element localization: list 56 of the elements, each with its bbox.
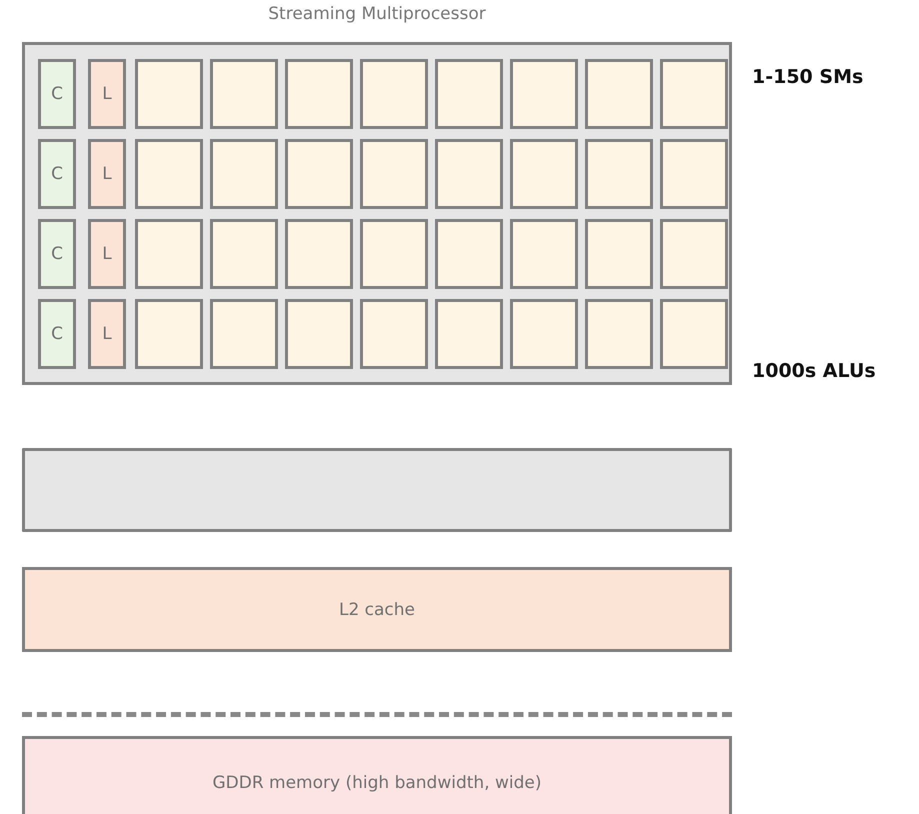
side-label: 1-150 SMs xyxy=(752,66,864,88)
cache-box xyxy=(22,567,732,652)
core-cell xyxy=(38,59,76,129)
alu-cell xyxy=(585,299,653,369)
cell-label: L xyxy=(102,164,112,184)
alu-cell xyxy=(360,139,428,209)
core-cell xyxy=(38,139,76,209)
cache-cell xyxy=(88,219,126,289)
core-cell xyxy=(38,219,76,289)
alu-cell xyxy=(135,299,203,369)
cell-label: C xyxy=(51,324,63,344)
alu-cell xyxy=(285,139,353,209)
side-label: 1000s ALUs xyxy=(752,360,876,382)
alu-cell xyxy=(360,59,428,129)
heading: Streaming Multiprocessor xyxy=(267,4,487,24)
alu-cell xyxy=(285,219,353,289)
alu-cell xyxy=(285,299,353,369)
alu-cell xyxy=(210,299,278,369)
alu-cell xyxy=(210,59,278,129)
alu-cell xyxy=(585,219,653,289)
alu-cell xyxy=(660,59,728,129)
alu-cell xyxy=(510,299,578,369)
cell-label: L xyxy=(102,244,112,264)
cell-label: L xyxy=(102,324,112,344)
cache-cell xyxy=(88,139,126,209)
alu-cell xyxy=(510,139,578,209)
alu-cell xyxy=(360,299,428,369)
alu-cell xyxy=(510,219,578,289)
cell-label: L xyxy=(102,84,112,104)
alu-cell xyxy=(135,59,203,129)
alu-cell xyxy=(660,219,728,289)
cell-label: C xyxy=(51,244,63,264)
alu-cell xyxy=(585,59,653,129)
cache-cell xyxy=(88,299,126,369)
alu-cell xyxy=(135,219,203,289)
box-label: L2 cache xyxy=(338,600,416,620)
bus-bar xyxy=(22,448,732,532)
core-cell xyxy=(38,299,76,369)
alu-cell xyxy=(435,299,503,369)
cell-label: C xyxy=(51,84,63,104)
alu-cell xyxy=(135,139,203,209)
alu-cell xyxy=(435,59,503,129)
alu-cell xyxy=(285,59,353,129)
alu-cell xyxy=(435,219,503,289)
alu-cell xyxy=(585,139,653,209)
alu-cell xyxy=(210,219,278,289)
alu-cell xyxy=(660,299,728,369)
alu-cell xyxy=(510,59,578,129)
alu-cell xyxy=(360,219,428,289)
alu-cell xyxy=(660,139,728,209)
memory-box xyxy=(22,736,732,814)
alu-cell xyxy=(210,139,278,209)
cell-label: C xyxy=(51,164,63,184)
cache-cell xyxy=(88,59,126,129)
box-label: GDDR memory (high bandwidth, wide) xyxy=(212,772,542,792)
alu-cell xyxy=(435,139,503,209)
